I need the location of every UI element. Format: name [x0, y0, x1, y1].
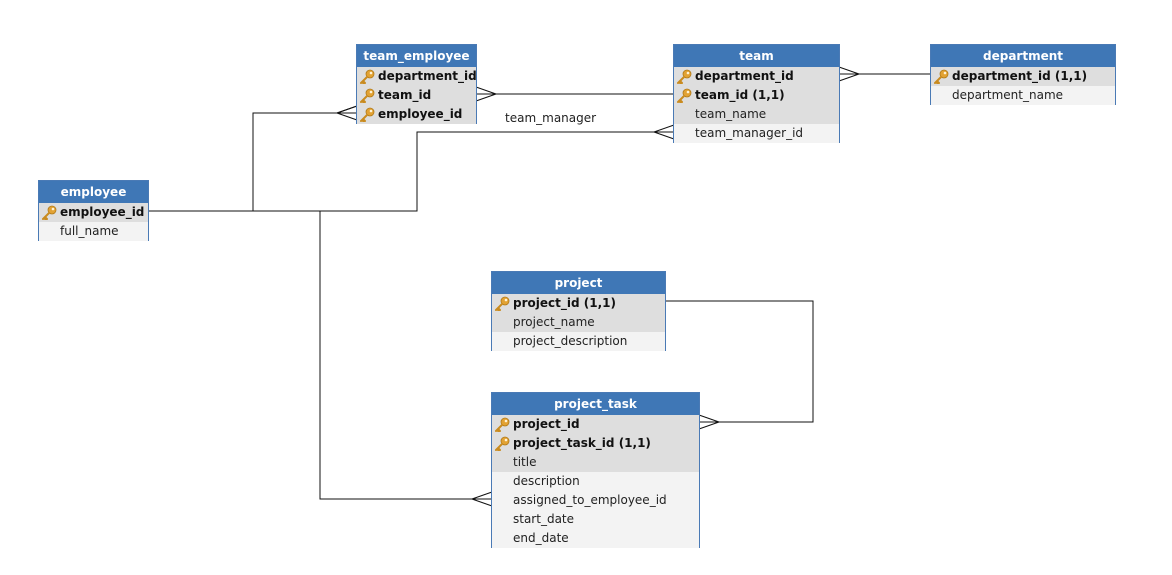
column-name: project_task_id (1,1) [513, 436, 651, 450]
entity-team-employee[interactable]: team_employee department_id team_id empl… [356, 44, 477, 124]
column-row[interactable]: department_id (1,1) [931, 67, 1115, 86]
column-name: project_id [513, 417, 580, 431]
column-name: start_date [513, 512, 575, 526]
column-name: employee_id [378, 107, 463, 121]
column-name: title [513, 455, 537, 469]
column-name: project_description [513, 334, 628, 348]
column-name: assigned_to_employee_id [513, 493, 667, 507]
column-row[interactable]: project_id [492, 415, 699, 434]
column-name: department_id (1,1) [952, 69, 1088, 83]
entity-title[interactable]: project [492, 272, 665, 294]
column-name: team_id (1,1) [695, 88, 785, 102]
key-icon [934, 69, 949, 84]
column-row[interactable]: full_name [39, 222, 148, 241]
column-name: end_date [513, 531, 569, 545]
column-row[interactable]: description [492, 472, 699, 491]
column-row[interactable]: end_date [492, 529, 699, 548]
key-icon [677, 69, 692, 84]
column-name: project_name [513, 315, 595, 329]
entity-project-task[interactable]: project_task project_id project_task_id … [491, 392, 700, 548]
column-row[interactable]: department_id [674, 67, 839, 86]
link-employee-team-manager [253, 131, 674, 212]
key-icon [677, 88, 692, 103]
key-icon [495, 296, 510, 311]
entity-title[interactable]: department [931, 45, 1115, 67]
column-name: team_id [378, 88, 432, 102]
entity-employee[interactable]: employee employee_id full_name [38, 180, 149, 241]
key-icon [495, 436, 510, 451]
column-name: full_name [60, 224, 119, 238]
column-row[interactable]: project_task_id (1,1) [492, 434, 699, 453]
column-row[interactable]: assigned_to_employee_id [492, 491, 699, 510]
key-icon [495, 417, 510, 432]
key-icon [360, 107, 375, 122]
entity-team[interactable]: team department_id team_id (1,1) team_na… [673, 44, 840, 143]
entity-department[interactable]: department department_id (1,1) departmen… [930, 44, 1116, 105]
column-name: description [513, 474, 580, 488]
column-row[interactable]: employee_id [39, 203, 148, 222]
column-name: team_manager_id [695, 126, 804, 140]
key-icon [360, 88, 375, 103]
link-employee-project-task [319, 211, 492, 500]
entity-title[interactable]: team [674, 45, 839, 67]
column-name: project_id (1,1) [513, 296, 616, 310]
column-row[interactable]: team_manager_id [674, 124, 839, 143]
entity-title[interactable]: team_employee [357, 45, 476, 67]
column-name: employee_id [60, 205, 145, 219]
column-row[interactable]: team_name [674, 105, 839, 124]
column-row[interactable]: department_name [931, 86, 1115, 105]
entity-project[interactable]: project project_id (1,1) project_name pr… [491, 271, 666, 351]
key-icon [360, 69, 375, 84]
column-name: department_id [695, 69, 794, 83]
column-row[interactable]: employee_id [357, 105, 476, 124]
column-row[interactable]: start_date [492, 510, 699, 529]
column-name: department_id [378, 69, 477, 83]
column-name: department_name [952, 88, 1064, 102]
column-row[interactable]: project_description [492, 332, 665, 351]
column-row[interactable]: team_id (1,1) [674, 86, 839, 105]
link-project-project-task [665, 300, 814, 423]
entity-title[interactable]: project_task [492, 393, 699, 415]
column-row[interactable]: department_id [357, 67, 477, 86]
entity-title[interactable]: employee [39, 181, 148, 203]
column-row[interactable]: project_id (1,1) [492, 294, 665, 313]
key-icon [42, 205, 57, 220]
column-name: team_name [695, 107, 767, 121]
column-row[interactable]: title [492, 453, 699, 472]
link-employee-team-employee [148, 112, 357, 212]
column-row[interactable]: team_id [357, 86, 476, 105]
column-row[interactable]: project_name [492, 313, 665, 332]
relationship-label-team-manager: team_manager [505, 111, 597, 125]
